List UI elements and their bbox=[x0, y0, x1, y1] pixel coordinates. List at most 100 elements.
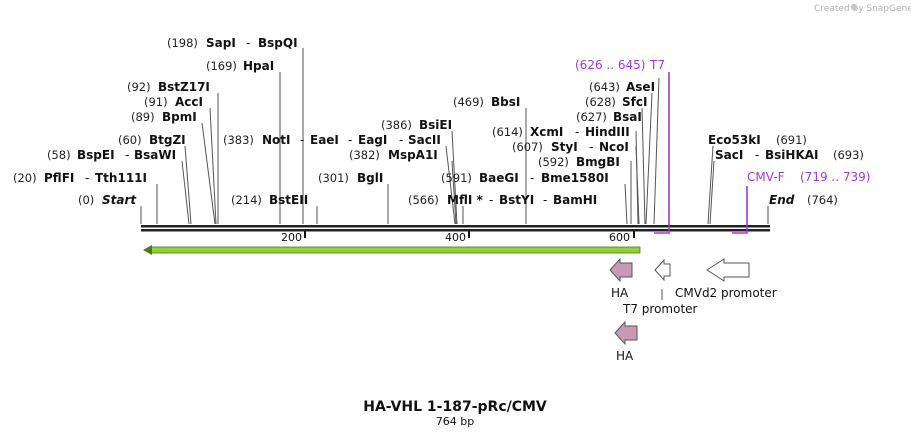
site-pos: (58) bbox=[47, 148, 71, 162]
site-627[interactable]: (627) BsaI bbox=[576, 110, 642, 124]
site-91[interactable]: (91) AccI bbox=[144, 95, 203, 109]
feature-ha-2[interactable]: HA bbox=[614, 320, 638, 363]
start-pos: (0) bbox=[78, 193, 94, 207]
enzyme-bgli: BglI bbox=[357, 171, 383, 185]
site-691[interactable]: Eco53kI (691) bbox=[708, 133, 807, 147]
enzyme-bspqi: BspQI bbox=[258, 36, 298, 50]
site-pos: (198) bbox=[167, 36, 198, 50]
site-643[interactable]: (643) AseI bbox=[589, 80, 655, 94]
enzyme-bsteii: BstEII bbox=[269, 193, 308, 207]
svg-text:-: - bbox=[489, 193, 493, 207]
site-566[interactable]: (566) MflI * - BstYI - BamHI bbox=[408, 193, 597, 207]
site-614[interactable]: (614) XcmI - HindIII bbox=[492, 125, 630, 139]
enzyme-bpmi: BpmI bbox=[162, 110, 197, 124]
dna-backbone bbox=[141, 225, 770, 232]
site-20[interactable]: (20) PflFI - Tth111I bbox=[13, 171, 147, 185]
svg-text:-: - bbox=[85, 171, 89, 185]
enzyme-hpai: HpaI bbox=[243, 59, 274, 73]
end-label: End bbox=[769, 193, 795, 207]
svg-text:-: - bbox=[543, 193, 547, 207]
plasmid-title: HA-VHL 1-187-pRc/CMV bbox=[363, 399, 547, 415]
site-169[interactable]: (169) HpaI bbox=[206, 59, 274, 73]
enzyme-acci: AccI bbox=[175, 95, 203, 109]
site-89[interactable]: (89) BpmI bbox=[131, 110, 197, 124]
start-label: Start bbox=[102, 193, 137, 207]
site-592[interactable]: (592) BmgBI bbox=[538, 155, 620, 169]
site-214[interactable]: (214) BstEII bbox=[231, 193, 308, 207]
site-58[interactable]: (58) BspEI - BsaWI bbox=[47, 148, 176, 162]
enzyme-mfli: MflI * bbox=[447, 193, 483, 207]
site-607[interactable]: (607) StyI - NcoI bbox=[512, 140, 629, 154]
ruler: 200 400 600 bbox=[281, 231, 635, 244]
enzyme-pflfi: PflFI bbox=[44, 171, 74, 185]
site-pos: (693) bbox=[833, 148, 864, 162]
feature-ha-1-label: HA bbox=[611, 286, 629, 300]
snapgene-credit: Created by SnapGene bbox=[814, 4, 911, 14]
enzyme-bme1580i: Bme1580I bbox=[541, 171, 609, 185]
site-693[interactable]: SacI - BsiHKAI (693) bbox=[715, 148, 864, 162]
site-pos: (383) bbox=[223, 133, 254, 147]
site-591[interactable]: (591) BaeGI - Bme1580I bbox=[441, 171, 609, 185]
enzyme-btgzi: BtgZI bbox=[149, 133, 186, 147]
site-pos: (60) bbox=[118, 133, 142, 147]
site-pos: (301) bbox=[318, 171, 349, 185]
primer-cmv-f-range: (719 .. 739) bbox=[800, 170, 870, 184]
site-pos: (691) bbox=[776, 133, 807, 147]
site-60[interactable]: (60) BtgZI bbox=[118, 133, 186, 147]
feature-ha-1[interactable]: HA bbox=[609, 257, 633, 300]
site-connectors bbox=[140, 48, 769, 225]
site-pos: (628) bbox=[585, 95, 616, 109]
site-383[interactable]: (383) NotI - EaeI - EagI - SacII bbox=[223, 133, 441, 147]
site-198[interactable]: (198) SapI - BspQI bbox=[167, 36, 298, 50]
svg-text:-: - bbox=[530, 171, 534, 185]
site-628[interactable]: (628) SfcI bbox=[585, 95, 647, 109]
site-382[interactable]: (382) MspA1I bbox=[349, 148, 438, 162]
enzyme-baegi: BaeGI bbox=[479, 171, 519, 185]
ruler-tick-600: 600 bbox=[609, 231, 630, 244]
primer-t7[interactable]: (626 .. 645) T7 bbox=[575, 58, 670, 234]
enzyme-eaei: EaeI bbox=[310, 133, 339, 147]
enzyme-xcmi: XcmI bbox=[530, 125, 563, 139]
site-pos: (92) bbox=[127, 80, 151, 94]
svg-text:-: - bbox=[348, 133, 352, 147]
svg-text:-: - bbox=[399, 133, 403, 147]
site-301[interactable]: (301) BglI bbox=[318, 171, 383, 185]
ruler-tick-200: 200 bbox=[281, 231, 302, 244]
site-pos: (566) bbox=[408, 193, 439, 207]
site-pos: (627) bbox=[576, 110, 607, 124]
feature-t7-promoter[interactable]: T7 promoter bbox=[622, 258, 698, 316]
site-469[interactable]: (469) BbsI bbox=[453, 95, 520, 109]
feature-cmvd2-promoter[interactable]: CMVd2 promoter bbox=[675, 258, 777, 300]
snapgene-logo-icon bbox=[850, 3, 858, 11]
feature-cmvd2-promoter-label: CMVd2 promoter bbox=[675, 286, 777, 300]
site-pos: (382) bbox=[349, 148, 380, 162]
orf-arrow[interactable] bbox=[143, 245, 641, 255]
site-pos: (643) bbox=[589, 80, 620, 94]
site-92[interactable]: (92) BstZ17I bbox=[127, 80, 210, 94]
end-pos: (764) bbox=[807, 193, 838, 207]
enzyme-sfci: SfcI bbox=[622, 95, 647, 109]
primer-cmv-f[interactable]: CMV-F (719 .. 739) bbox=[732, 170, 870, 234]
site-pos: (591) bbox=[441, 171, 472, 185]
site-386[interactable]: (386) BsiEI bbox=[381, 118, 452, 132]
enzyme-noti: NotI bbox=[262, 133, 291, 147]
enzyme-eco53ki: Eco53kI bbox=[708, 133, 761, 147]
enzyme-sacii: SacII bbox=[408, 133, 441, 147]
svg-text:-: - bbox=[246, 36, 250, 50]
enzyme-ncoi: NcoI bbox=[599, 140, 629, 154]
enzyme-bsiei: BsiEI bbox=[419, 118, 452, 132]
enzyme-mspa1i: MspA1I bbox=[388, 148, 438, 162]
svg-text:-: - bbox=[575, 125, 579, 139]
site-pos: (614) bbox=[492, 125, 523, 139]
site-pos: (592) bbox=[538, 155, 569, 169]
plasmid-length: 764 bp bbox=[436, 415, 474, 428]
enzyme-eagi: EagI bbox=[358, 133, 387, 147]
enzyme-bmgbi: BmgBI bbox=[576, 155, 620, 169]
enzyme-asei: AseI bbox=[626, 80, 655, 94]
site-pos: (169) bbox=[206, 59, 237, 73]
enzyme-saci: SacI bbox=[715, 148, 743, 162]
enzyme-bamhi: BamHI bbox=[553, 193, 597, 207]
svg-text:-: - bbox=[589, 140, 593, 154]
enzyme-bstz17i: BstZ17I bbox=[158, 80, 210, 94]
